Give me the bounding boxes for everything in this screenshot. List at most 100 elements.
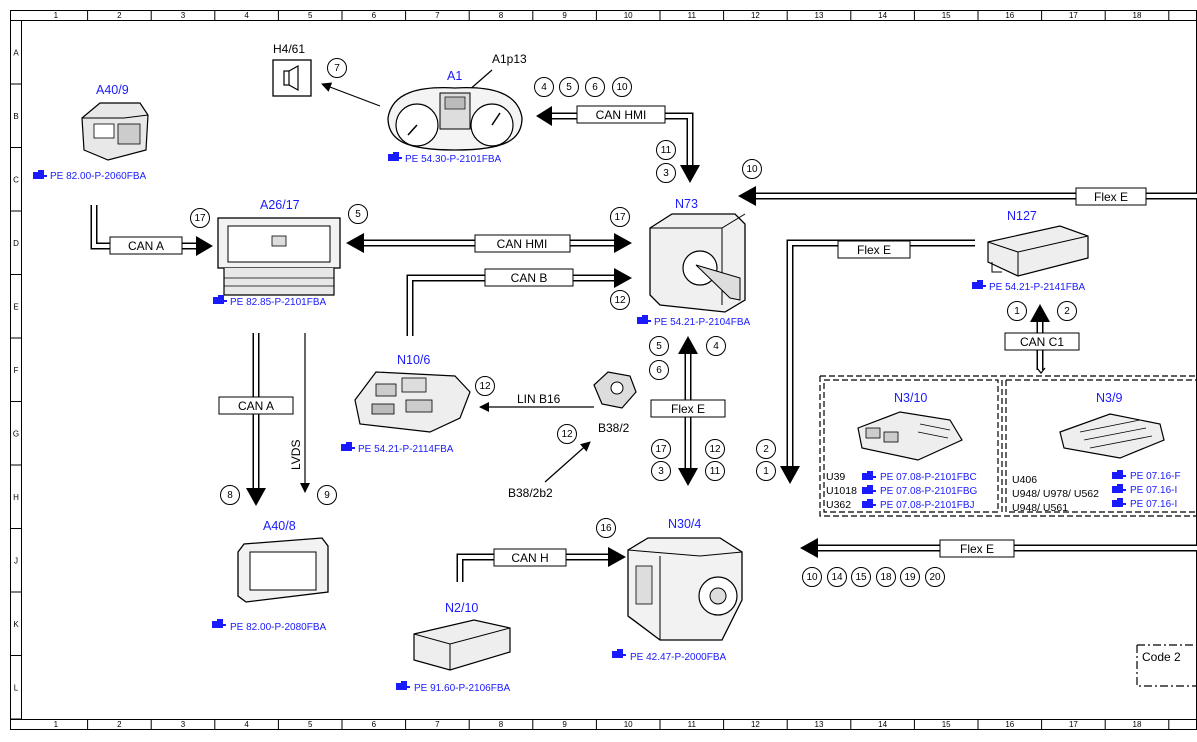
n310-ref-1[interactable]: PE 07.08-P-2101FBC (880, 472, 977, 483)
grid-col-label: 10 (624, 720, 633, 729)
a2617-ref-icon (213, 295, 227, 304)
n310-label: N3/10 (894, 391, 927, 405)
a408-ref[interactable]: PE 82.00-P-2080FBA (230, 622, 326, 633)
bus-label-can-h: CAN H (511, 551, 548, 565)
grid-col-label: 5 (308, 720, 313, 729)
grid-col-label: 11 (688, 720, 697, 729)
number-circle-label: 5 (566, 82, 572, 93)
number-circle-label: 3 (663, 168, 669, 179)
bus-label-can-b: CAN B (511, 271, 548, 285)
a1-ref[interactable]: PE 54.30-P-2101FBA (405, 154, 501, 165)
number-circle (706, 336, 726, 356)
grid-row-label: F (14, 366, 19, 375)
n39-code-1: U406 (1012, 474, 1037, 486)
number-circle-label: 12 (614, 295, 626, 306)
number-circle-label: 19 (904, 572, 916, 583)
grid-col-label: 11 (688, 11, 697, 20)
number-circle (317, 485, 337, 505)
n39-ref-1[interactable]: PE 07.16-F (1130, 471, 1181, 482)
a1p13-label: A1p13 (492, 52, 527, 66)
n73-ref-icon (637, 315, 651, 324)
n304-label: N30/4 (668, 517, 701, 531)
a409-ref[interactable]: PE 82.00-P-2060FBA (50, 171, 146, 182)
bus-label-can-c1: CAN C1 (1020, 335, 1064, 349)
b382-label: B38/2 (598, 421, 630, 435)
n39-ref-3[interactable]: PE 07.16-I (1130, 499, 1177, 510)
grid-col-label: 12 (751, 720, 760, 729)
a1-ref-icon (388, 152, 402, 161)
grid-row-label: E (13, 302, 18, 311)
a1-label: A1 (447, 69, 462, 83)
component-a40-8: A40/8 PE 82.00-P-2080FBA (212, 519, 329, 633)
n304-ref-icon (612, 649, 626, 658)
component-n2-10: N2/10 PE 91.60-P-2106FBA (396, 601, 511, 694)
n127-ref[interactable]: PE 54.21-P-2141FBA (989, 282, 1085, 293)
n73-ref[interactable]: PE 54.21-P-2104FBA (654, 317, 750, 328)
component-n3-10: N3/10 U39 U1018 U362 PE 07.08-P-2101FBC … (826, 391, 977, 511)
grid-col-label: 17 (1069, 720, 1078, 729)
grid-col-label: 3 (181, 720, 186, 729)
n39-label: N3/9 (1096, 391, 1122, 405)
number-circle-label: 2 (1064, 306, 1070, 317)
a2617-ref[interactable]: PE 82.85-P-2101FBA (230, 297, 326, 308)
grid-row-label: D (13, 239, 19, 248)
n106-ref[interactable]: PE 54.21-P-2114FBA (358, 444, 454, 455)
number-circle-label: 8 (227, 490, 233, 501)
grid-row-label: G (13, 429, 19, 438)
grid-col-label: 1 (54, 720, 59, 729)
number-circle-label: 4 (541, 82, 547, 93)
n39-ref-icon-1 (1112, 470, 1126, 479)
number-circle-label: 20 (929, 572, 941, 583)
n127-label: N127 (1007, 209, 1037, 223)
number-circle-label: 12 (709, 444, 721, 455)
grid-col-label: 8 (499, 11, 504, 20)
number-circle-label: 7 (334, 63, 340, 74)
grid-row-label: J (14, 556, 18, 565)
number-circle-label: 4 (713, 341, 719, 352)
n310-ref-3[interactable]: PE 07.08-P-2101FBJ (880, 500, 975, 511)
grid-col-label: 17 (1069, 11, 1078, 20)
n310-code-2: U1018 (826, 485, 857, 497)
bus-label-can-a: CAN A (128, 239, 164, 253)
number-circle (756, 439, 776, 459)
number-circle (610, 207, 630, 227)
grid-col-label: 18 (1133, 720, 1142, 729)
number-circle-label: 16 (600, 523, 612, 534)
component-a1-instrument-cluster: A1 A1p13 PE 54.30-P-2101FBA (387, 52, 527, 165)
component-n73: N73 PE 54.21-P-2104FBA (637, 197, 750, 328)
b38-2b2-arrow (544, 441, 591, 483)
speaker-icon (283, 64, 299, 92)
number-circle (851, 567, 871, 587)
number-circle-label: 5 (355, 209, 361, 220)
number-circle (705, 461, 725, 481)
n210-ref[interactable]: PE 91.60-P-2106FBA (414, 683, 510, 694)
a409-ref-icon (33, 170, 47, 179)
number-circle (596, 518, 616, 538)
grid-col-label: 6 (372, 11, 377, 20)
number-circle-label: 17 (194, 213, 206, 224)
grid-col-label: 4 (244, 11, 249, 20)
engine-ecu-group (819, 375, 1197, 517)
number-circle (612, 77, 632, 97)
n39-ref-2[interactable]: PE 07.16-I (1130, 485, 1177, 496)
n310-ref-2[interactable]: PE 07.08-P-2101FBG (880, 486, 977, 497)
number-circle (348, 204, 368, 224)
component-n30-4: N30/4 PE 42.47-P-2000FBA (612, 517, 743, 663)
grid-col-label: 3 (181, 11, 186, 20)
component-a26-17: A26/17 PE 82.85-P-2101FBA (213, 198, 341, 308)
number-circle (190, 208, 210, 228)
component-n3-9: N3/9 U406 U948/ U978/ U562 U948/ U561 PE… (1012, 391, 1181, 514)
number-circle (656, 140, 676, 160)
number-circle-label: 11 (661, 145, 672, 156)
n39-code-2: U948/ U978/ U562 (1012, 488, 1099, 500)
n304-ref[interactable]: PE 42.47-P-2000FBA (630, 652, 726, 663)
a2617-label: A26/17 (260, 198, 300, 212)
grid-col-label: 2 (117, 720, 122, 729)
bus-flex-e-n127 (780, 239, 975, 484)
number-circle-label: 12 (479, 381, 491, 392)
n310-ref-icon-2 (862, 485, 876, 494)
grid-col-label: 8 (499, 720, 504, 729)
